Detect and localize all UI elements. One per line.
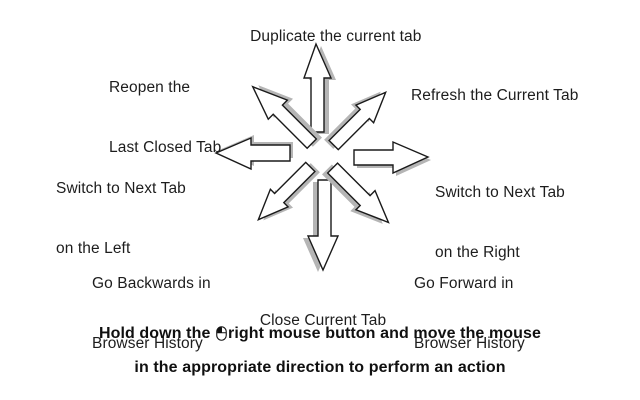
arrow-up-right xyxy=(324,91,387,151)
instruction-line-1-before: Hold down the xyxy=(98,325,215,342)
label-switch-left-line1: Switch to Next Tab xyxy=(56,180,186,197)
instruction-line-2: in the appropriate direction to perform … xyxy=(0,359,640,377)
label-go-backwards-line1: Go Backwards in xyxy=(92,275,211,292)
label-reopen-last-closed-tab: Reopen the Last Closed Tab xyxy=(109,38,269,198)
arrow-right xyxy=(353,140,431,176)
label-switch-tab-right: Switch to Next Tab on the Right xyxy=(435,143,615,303)
label-switch-right-line2: on the Right xyxy=(435,244,520,261)
label-go-backwards-history: Go Backwards in Browser History xyxy=(92,234,262,394)
label-reopen-line2: Last Closed Tab xyxy=(109,139,222,156)
label-switch-tab-left: Switch to Next Tab on the Left xyxy=(56,139,226,299)
label-go-backwards-line2: Browser History xyxy=(92,335,203,352)
label-reopen-line1: Reopen the xyxy=(109,79,191,96)
arrow-up xyxy=(303,42,336,134)
right-mouse-button-icon xyxy=(216,326,227,341)
arrow-down xyxy=(303,179,340,272)
instruction-line-1-after: right mouse button and move the mouse xyxy=(228,325,542,342)
arrow-left xyxy=(214,135,293,171)
label-close-current-tab: Close Current Tab xyxy=(243,271,403,371)
arrow-down-right xyxy=(321,162,390,224)
label-refresh-current-tab: Refresh the Current Tab xyxy=(411,46,611,146)
instruction-line-1: Hold down the right mouse button and mov… xyxy=(0,325,640,343)
label-go-forward-history: Go Forward in Browser History xyxy=(414,234,584,394)
label-duplicate-tab: Duplicate the current tab xyxy=(222,7,432,67)
arrow-down-left xyxy=(257,161,320,221)
label-switch-left-line2: on the Left xyxy=(56,240,131,257)
label-switch-right-line1: Switch to Next Tab xyxy=(435,184,565,201)
arrow-up-left xyxy=(251,85,322,150)
label-go-forward-line2: Browser History xyxy=(414,335,525,352)
label-go-forward-line1: Go Forward in xyxy=(414,275,514,292)
label-duplicate-tab-line1: Duplicate the current tab xyxy=(250,28,422,45)
label-close-tab-line1: Close Current Tab xyxy=(259,312,387,329)
label-refresh-line1: Refresh the Current Tab xyxy=(411,87,579,104)
instruction-line-2-text: in the appropriate direction to perform … xyxy=(134,359,506,376)
